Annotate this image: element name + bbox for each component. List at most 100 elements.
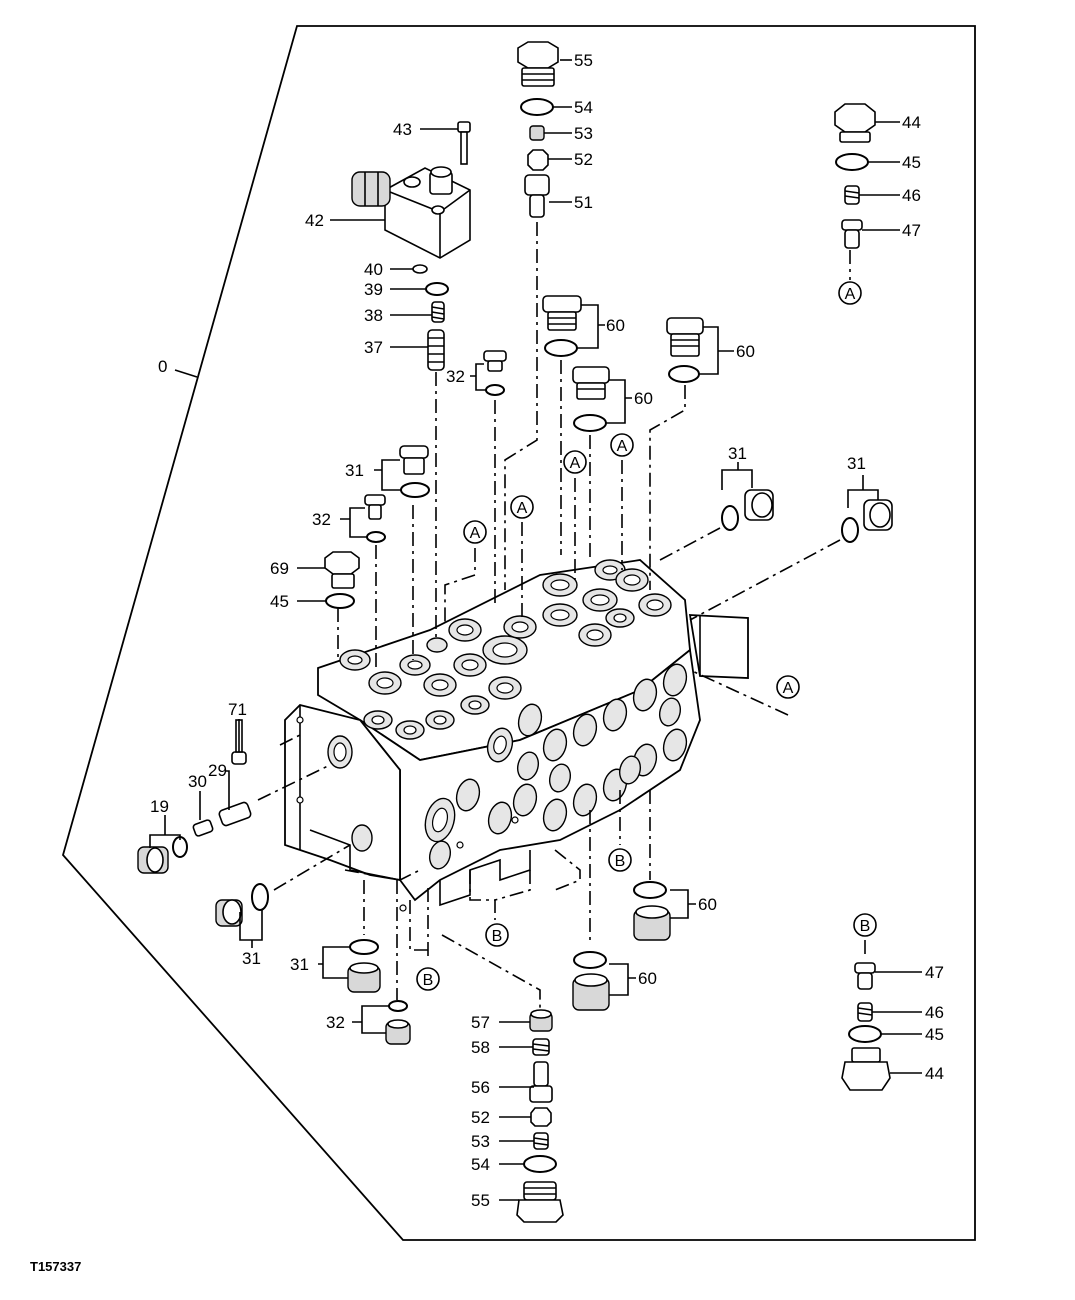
- ref-a-7: A: [0, 0, 11, 4]
- callout-44-top: 44: [902, 113, 921, 132]
- callout-47-top: 47: [902, 221, 921, 240]
- plug-19: [137, 836, 188, 874]
- callout-52-top: 52: [574, 150, 593, 169]
- ref-a-1: A: [838, 281, 862, 305]
- callout-38: 38: [364, 306, 383, 325]
- callout-31-b: 31: [728, 444, 747, 463]
- leader-lines: [149, 59, 922, 1201]
- alignment-lines: [257, 222, 866, 1010]
- o-ring-54-top: [520, 98, 554, 116]
- plug-44-top: [834, 103, 876, 143]
- callout-numbers: 55 54 53 52 51 43 42 40 39 38 37 44 45 4…: [150, 51, 944, 1210]
- spool-37: [427, 329, 445, 371]
- spring-38: [431, 301, 445, 323]
- callout-44-bottom: 44: [925, 1064, 944, 1083]
- plug-60-e: [572, 951, 610, 1011]
- callout-31-a: 31: [345, 461, 364, 480]
- callout-53-bottom: 53: [471, 1132, 490, 1151]
- nut-52-top: [527, 149, 549, 171]
- callout-55-top: 55: [574, 51, 593, 70]
- figure-id: T157337: [30, 1259, 81, 1274]
- callout-30: 30: [188, 772, 207, 791]
- svg-text:A: A: [570, 455, 581, 472]
- spring-53-bottom: [533, 1132, 549, 1150]
- callout-47-bottom: 47: [925, 963, 944, 982]
- callout-60-b: 60: [634, 389, 653, 408]
- ref-b-1: B: [608, 848, 632, 872]
- callout-56: 56: [471, 1078, 490, 1097]
- callout-46-top: 46: [902, 186, 921, 205]
- seat-57: [529, 1009, 553, 1032]
- spring-53-top: [529, 125, 545, 141]
- callout-32-a: 32: [446, 367, 465, 386]
- poppet-47-bottom: [854, 962, 876, 990]
- plug-32-c: [385, 1000, 411, 1045]
- callout-69: 69: [270, 559, 289, 578]
- callout-32-c: 32: [326, 1013, 345, 1032]
- callout-54-top: 54: [574, 98, 593, 117]
- poppet-29: [218, 801, 252, 827]
- svg-text:B: B: [615, 853, 626, 870]
- top-ports: [339, 559, 672, 740]
- ref-b-4: B: [853, 913, 877, 937]
- spring-46-bottom: [857, 1002, 873, 1022]
- callout-31-c: 31: [847, 454, 866, 473]
- o-ring-45-bottom: [848, 1025, 882, 1043]
- front-ports: [296, 663, 688, 912]
- plug-60-b: [572, 366, 610, 432]
- callout-42: 42: [305, 211, 324, 230]
- callout-45-top: 45: [902, 153, 921, 172]
- ref-a-3: A: [563, 450, 587, 474]
- plug-55-bottom: [516, 1181, 564, 1223]
- ref-a-5: A: [463, 520, 487, 544]
- callout-45-bottom: 45: [925, 1025, 944, 1044]
- plug-32-a: [483, 350, 507, 396]
- plug-31-a: [399, 445, 430, 498]
- callout-71: 71: [228, 700, 247, 719]
- plug-31-e: [347, 939, 381, 993]
- valve-body: [284, 559, 749, 912]
- callout-55-bottom: 55: [471, 1191, 490, 1210]
- svg-text:A: A: [470, 525, 481, 542]
- o-ring-39: [425, 282, 449, 296]
- plug-44-bottom: [841, 1047, 891, 1091]
- callout-54-bottom: 54: [471, 1155, 490, 1174]
- poppet-56: [529, 1061, 553, 1103]
- ref-a-6: A: [776, 675, 800, 699]
- callout-60-e: 60: [638, 969, 657, 988]
- svg-text:A: A: [845, 286, 856, 303]
- spring-58: [532, 1038, 550, 1056]
- callout-43: 43: [393, 120, 412, 139]
- callout-60-c: 60: [736, 342, 755, 361]
- spring-30: [192, 819, 214, 837]
- plug-31-d: [215, 883, 269, 927]
- reference-markers: A A A A A A A B B B B: [0, 0, 877, 991]
- plug-69: [324, 551, 360, 609]
- callout-53-top: 53: [574, 124, 593, 143]
- bolt-43: [457, 121, 471, 165]
- plug-32-b: [364, 494, 386, 543]
- callout-46-bottom: 46: [925, 1003, 944, 1022]
- callout-57: 57: [471, 1013, 490, 1032]
- svg-text:B: B: [492, 928, 503, 945]
- poppet-47-top: [841, 219, 863, 249]
- solenoid-valve-42: [351, 166, 471, 259]
- spring-46-top: [844, 185, 860, 205]
- svg-text:B: B: [860, 918, 871, 935]
- plug-31-c: [841, 499, 893, 543]
- ref-b-3: B: [416, 967, 440, 991]
- poppet-51: [524, 174, 550, 218]
- svg-text:A: A: [617, 438, 628, 455]
- svg-text:A: A: [517, 500, 528, 517]
- ref-a-2: A: [610, 433, 634, 457]
- svg-text:A: A: [783, 680, 794, 697]
- callout-52-bottom: 52: [471, 1108, 490, 1127]
- plug-31-b: [721, 489, 774, 531]
- plug-60-c: [666, 317, 704, 383]
- callout-45-left: 45: [270, 592, 289, 611]
- ref-a-4: A: [510, 495, 534, 519]
- callout-31-d: 31: [242, 949, 261, 968]
- callout-19: 19: [150, 797, 169, 816]
- callout-32-b: 32: [312, 510, 331, 529]
